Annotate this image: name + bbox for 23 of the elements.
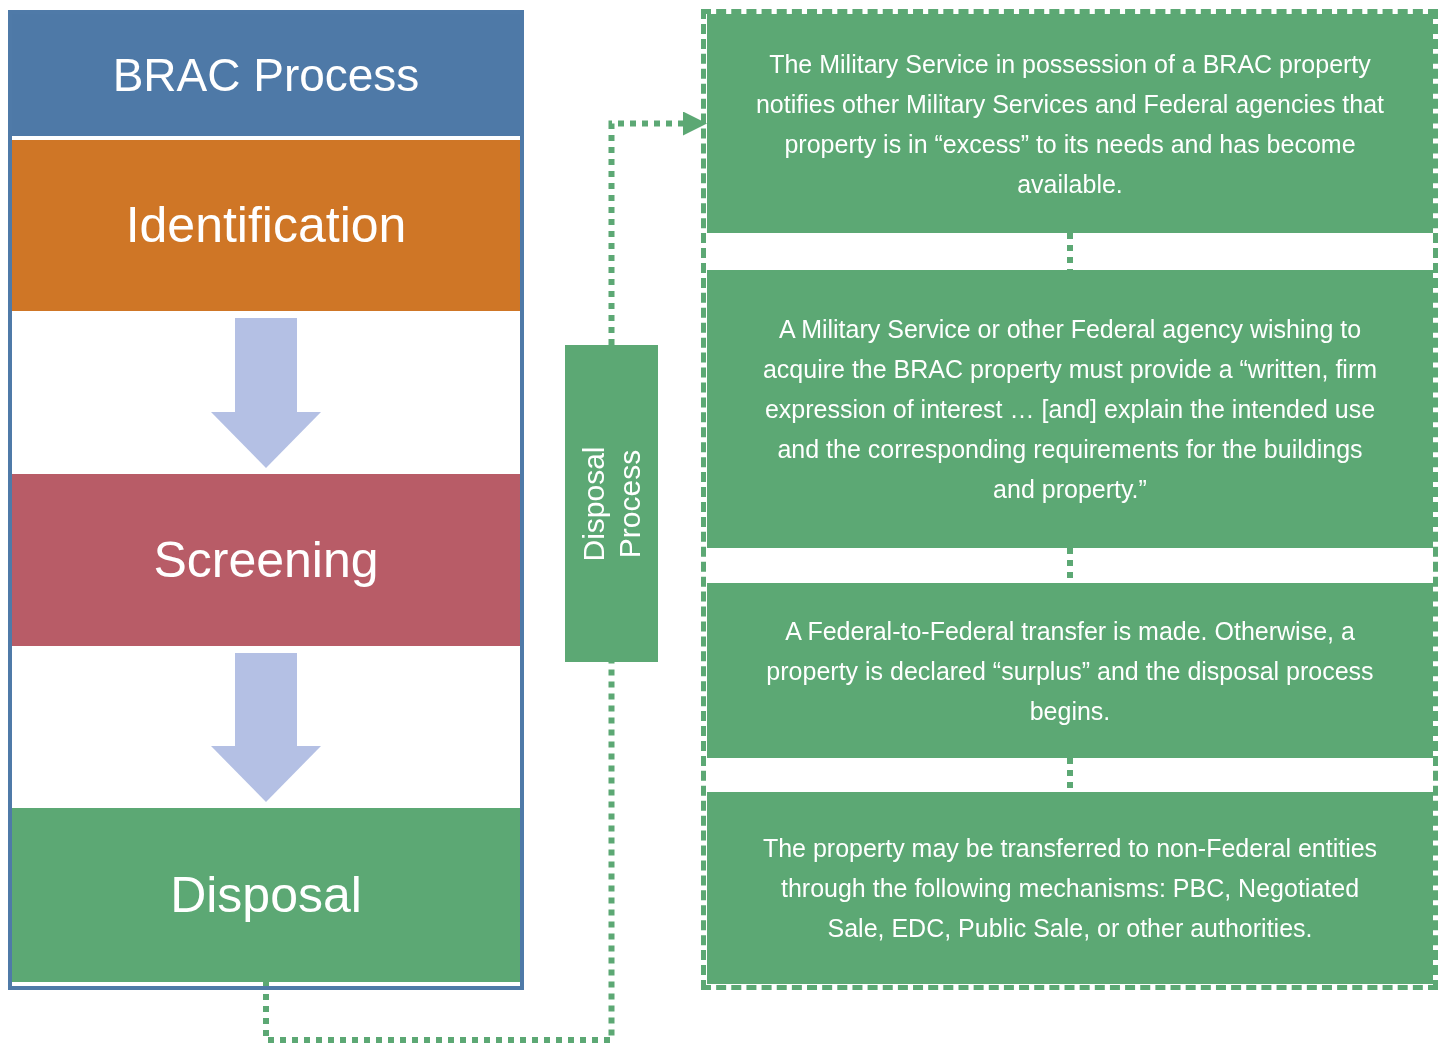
stage-label: Screening (153, 530, 379, 590)
dotted-container (701, 9, 1438, 990)
panel-title: BRAC Process (112, 47, 420, 103)
block-arrow (211, 653, 321, 802)
step-box (707, 792, 1433, 984)
step-text: The property may be transferred to non-Federal entities through the following mechanisms: PBC, Negotiated Sale, EDC, Public Sale, or other authorities. (761, 833, 1379, 944)
dotted-connector (263, 662, 615, 1043)
stage-label: Disposal (170, 865, 362, 925)
label-box (565, 345, 658, 662)
vertical-label: Disposal Process (575, 444, 647, 564)
process-panel (8, 10, 524, 990)
dotted-connector (608, 111, 707, 345)
step-text: A Military Service or other Federal agency wishing to acquire the BRAC property must provide a “written, firm expression of interest … [and] explain the intended use and the corresponding requirements for the buildings and property.” (761, 314, 1379, 505)
dotted-connector (1067, 233, 1073, 270)
block-arrow (211, 318, 321, 468)
step-text: A Federal-to-Federal transfer is made. Otherwise, a property is declared “surplus” and the disposal process begins. (765, 615, 1375, 727)
step-box (707, 270, 1433, 548)
stage-label: Identification (125, 196, 407, 255)
stage-box (12, 808, 520, 982)
stage-box (12, 140, 520, 311)
stage-box (12, 474, 520, 646)
step-box (707, 583, 1433, 758)
step-text: The Military Service in possession of a BRAC property notifies other Military Services and Federal agencies that property is in “excess” to its needs and has become available. (755, 48, 1385, 200)
